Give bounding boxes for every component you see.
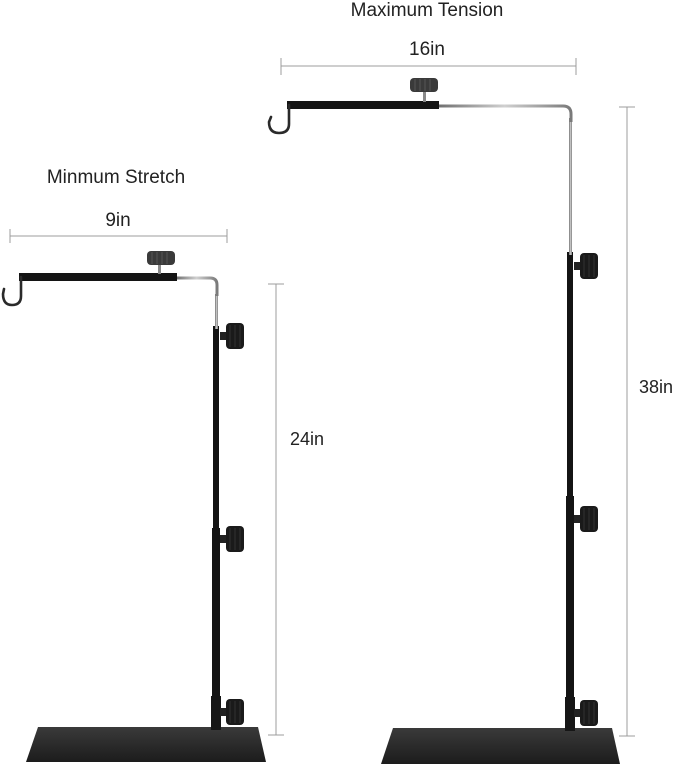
max-stand [267,58,635,764]
max-width-dimension-line [280,58,577,75]
max-height-dimension-line [619,106,635,737]
min-knob-upper [220,323,244,349]
min-width-label: 9in [105,210,131,231]
max-pole-middle [567,252,573,499]
max-top-bend [438,104,573,122]
min-pole-middle [213,326,219,531]
min-knob-middle [220,526,244,552]
max-knob-upper [574,253,598,279]
min-width-dimension-line [9,229,228,243]
max-pole-lower [566,496,574,700]
min-top-bend [176,276,219,296]
min-hook [1,275,23,307]
max-base-socket [565,697,575,731]
max-base-plate [381,728,620,764]
max-pole-upper [569,118,572,255]
max-thumb-screw [410,78,438,102]
min-height-dimension-line [268,283,284,736]
max-arm [287,101,439,109]
max-knob-middle [574,506,598,532]
max-knob-lower [574,700,598,726]
min-base-plate [26,727,266,762]
min-thumb-screw [147,251,175,274]
min-arm [19,273,177,281]
min-knob-lower [220,699,244,725]
min-base-socket [211,696,221,730]
max-width-label: 16in [409,39,445,60]
max-hook [267,103,291,135]
min-stand [1,229,284,762]
max-height-label: 38in [639,377,674,397]
min-pole-lower [212,528,220,700]
max-stand-title: Maximum Tension [350,0,504,21]
min-height-label: 24in [290,429,325,449]
min-pole-upper [215,294,218,329]
min-stand-title: Minmum Stretch [46,167,186,188]
